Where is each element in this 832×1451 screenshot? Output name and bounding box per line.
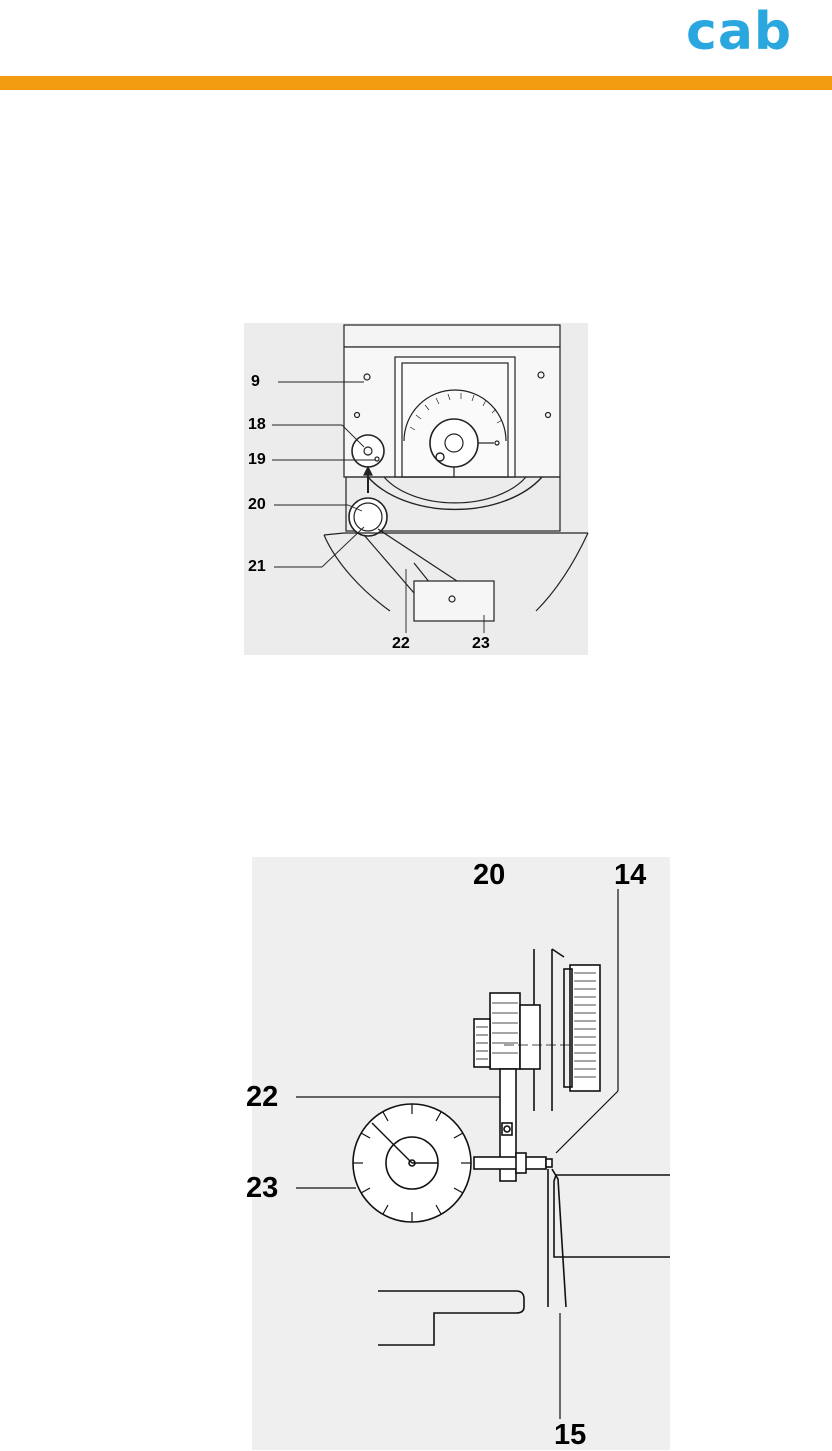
- label-21: 21: [248, 559, 266, 575]
- figure-2-drawing: 20 14 22 23 15: [252, 857, 670, 1450]
- figure-1-drawing: 9 18 19 20 21 22 23: [244, 323, 588, 655]
- figure-1-illustration: [244, 323, 588, 655]
- label-20: 20: [473, 861, 505, 890]
- label-9: 9: [251, 374, 260, 390]
- label-18: 18: [248, 417, 266, 433]
- label-19: 19: [248, 452, 266, 468]
- label-20: 20: [248, 497, 266, 513]
- label-15: 15: [554, 1421, 586, 1450]
- figure-2-illustration: [252, 857, 670, 1450]
- label-22: 22: [246, 1083, 278, 1112]
- cab-logo: cab: [686, 2, 792, 62]
- label-23: 23: [246, 1174, 278, 1203]
- label-22: 22: [392, 636, 410, 652]
- header-rule: [0, 76, 832, 90]
- label-23: 23: [472, 636, 490, 652]
- label-14: 14: [614, 861, 646, 890]
